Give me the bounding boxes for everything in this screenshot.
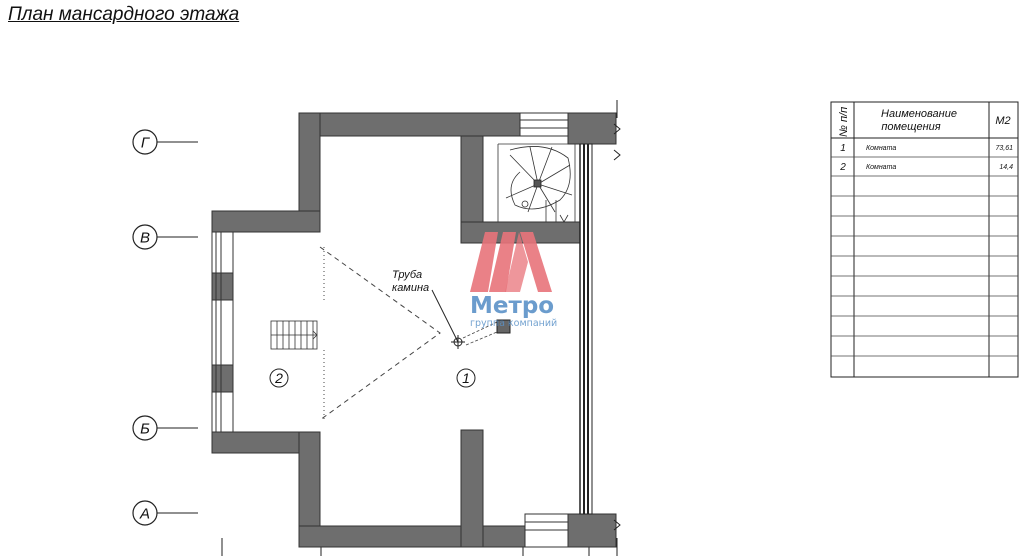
axis-marker-b: Б [132,415,198,441]
watermark-subtitle: группа компаний [470,318,557,329]
row-area: 73,61 [995,145,1013,152]
window-top [519,112,569,137]
room-number: 2 [274,370,283,386]
window-bottom [524,513,569,548]
roof-outline [319,246,441,421]
stair-post [533,179,542,188]
page-title: План мансардного этажа [8,4,240,25]
axis-marker-v: В [132,224,198,250]
header-name-line2: помещения [881,121,940,133]
chimney-block [496,319,511,334]
watermark-brand: Метро [470,293,554,319]
flue-connection [462,321,498,346]
row-name: Комната [866,145,896,152]
row-num: 2 [839,162,846,173]
room-schedule-table: № п/п Наименование помещения М2 1 Комнат… [830,101,1019,378]
straight-stair [270,320,318,350]
row-name: Комната [866,164,896,171]
row-area: 14,4 [999,164,1013,171]
room-number: 1 [462,370,470,386]
axis-label: В [140,230,150,247]
header-num: № п/п [838,107,850,137]
axis-label: А [139,506,150,523]
grid-ticks [221,100,618,556]
walls [211,112,617,548]
spiral-staircase [497,143,576,223]
chimney-note-line2: камина [392,282,429,294]
axis-marker-a: А [132,500,198,526]
header-name-line1: Наименование [881,108,957,120]
break-marks [613,123,621,531]
axis-marker-g: Г [132,129,198,155]
chimney-note-line1: Труба [392,269,422,281]
room-marker-2: 2 [269,368,289,388]
room-marker-1: 1 [456,368,476,388]
watermark-logo [470,232,552,292]
axis-label: Б [140,421,150,438]
chimney-pipe-symbol [431,289,465,349]
header-area: М2 [995,115,1010,127]
window-left [211,232,234,432]
row-num: 1 [840,143,846,154]
axis-label: Г [141,135,151,152]
glazed-wall-right [579,143,593,515]
